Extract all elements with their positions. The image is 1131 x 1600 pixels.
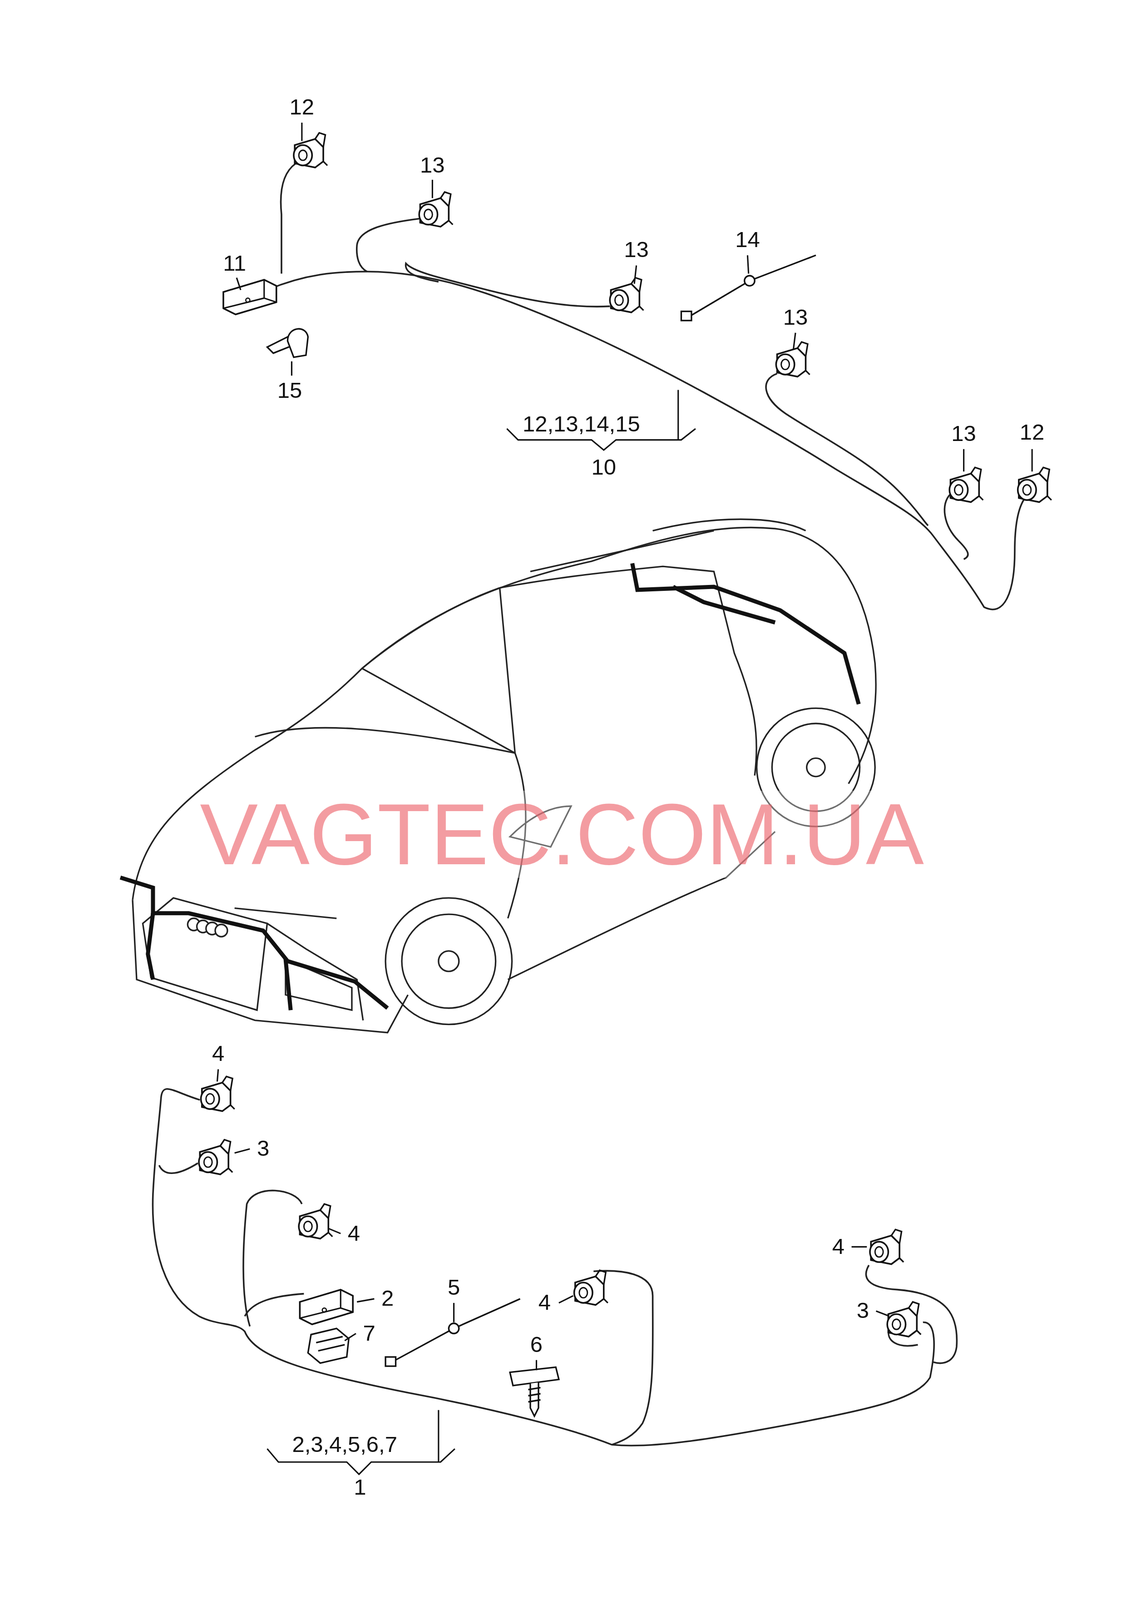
callout-number: 3 <box>255 1135 272 1161</box>
callout-number: 13 <box>418 153 447 178</box>
connector-housing <box>609 277 644 312</box>
callout-number: 15 <box>275 378 305 403</box>
callout-number: 2 <box>379 1285 396 1311</box>
callout-number: 13 <box>622 237 651 262</box>
multi-pin-plug <box>223 279 277 315</box>
callout-number: 4 <box>210 1041 227 1066</box>
callout-number: 4 <box>345 1220 362 1246</box>
connector-housing <box>1017 467 1052 502</box>
connector-housing <box>869 1229 904 1264</box>
callout-number: 6 <box>528 1332 545 1357</box>
connector-housing <box>200 1076 235 1111</box>
callout-number: 3 <box>854 1298 871 1323</box>
connector-housing <box>198 1139 233 1174</box>
callout-number: 5 <box>445 1274 462 1300</box>
callout-number: 12 <box>1017 419 1047 445</box>
connector-housing <box>298 1203 333 1239</box>
callout-number: 11 <box>221 251 248 276</box>
retaining-clip <box>266 328 308 358</box>
callout-number: 10 <box>589 454 618 480</box>
callout-number: 4 <box>536 1289 553 1315</box>
callout-number: 14 <box>733 227 762 252</box>
retaining-clip <box>307 1328 349 1363</box>
callout-number: 7 <box>360 1320 377 1346</box>
screw <box>509 1366 559 1416</box>
connector-housing <box>419 192 453 227</box>
connector-housing <box>775 341 810 377</box>
connector-housing <box>574 1269 608 1305</box>
callout-number: 4 <box>830 1234 847 1259</box>
wire-harness <box>266 163 1025 610</box>
car-logo <box>187 918 228 937</box>
harness-in-car <box>120 563 859 1010</box>
wire-harness <box>152 1088 957 1446</box>
callout-number: 13 <box>781 305 810 330</box>
cable-tie <box>385 1298 520 1366</box>
car-outline <box>132 518 876 1033</box>
callout-number: 1 <box>351 1474 368 1500</box>
connector-housing <box>293 133 328 168</box>
callout-number: 12 <box>287 94 317 120</box>
connector-housing <box>887 1301 921 1337</box>
leader-line <box>217 1068 889 1474</box>
callout-number: 13 <box>949 421 978 446</box>
callout-group: 2,3,4,5,6,7 <box>290 1432 400 1457</box>
callout-group: 12,13,14,15 <box>520 411 643 437</box>
watermark: VAGTEC.COM.UA <box>199 790 924 878</box>
connector-housing <box>949 467 983 502</box>
leader-line <box>236 122 1033 472</box>
multi-pin-plug <box>299 1289 353 1324</box>
